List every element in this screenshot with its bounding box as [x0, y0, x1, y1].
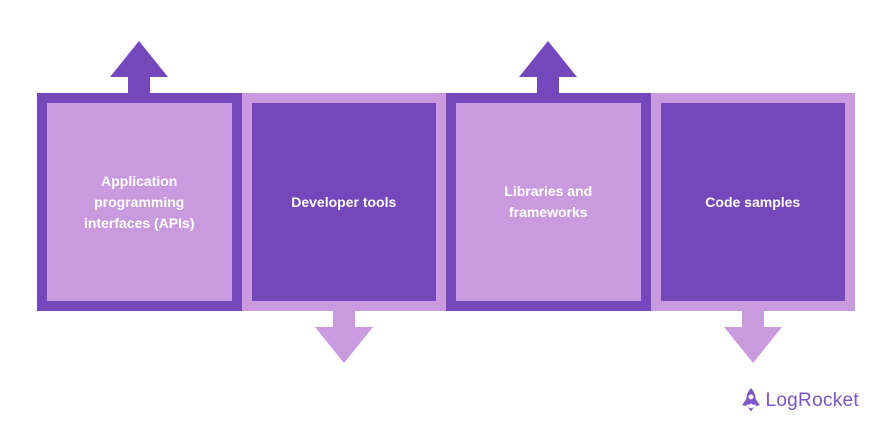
box-label: Developer tools: [291, 193, 397, 210]
box-libraries-frameworks: Libraries and frameworks: [446, 41, 651, 311]
box-developer-tools: Developer tools: [241, 93, 446, 363]
up-arrow-icon: [519, 41, 578, 93]
box-label: Application programming interfaces (APIs…: [84, 172, 195, 231]
boxes-row: Application programming interfaces (APIs…: [37, 41, 855, 363]
down-arrow-icon: [723, 311, 782, 363]
down-arrow-icon: [314, 311, 373, 363]
logrocket-logo: LogRocket: [740, 384, 859, 418]
box-apis: Application programming interfaces (APIs…: [37, 41, 242, 311]
rocket-icon: [742, 388, 761, 412]
up-arrow-icon: [110, 41, 169, 93]
box-label: Libraries and frameworks: [504, 183, 593, 220]
box-code-samples: Code samples: [650, 93, 855, 363]
logo-text: LogRocket: [765, 390, 859, 411]
box-label: Code samples: [705, 193, 801, 210]
